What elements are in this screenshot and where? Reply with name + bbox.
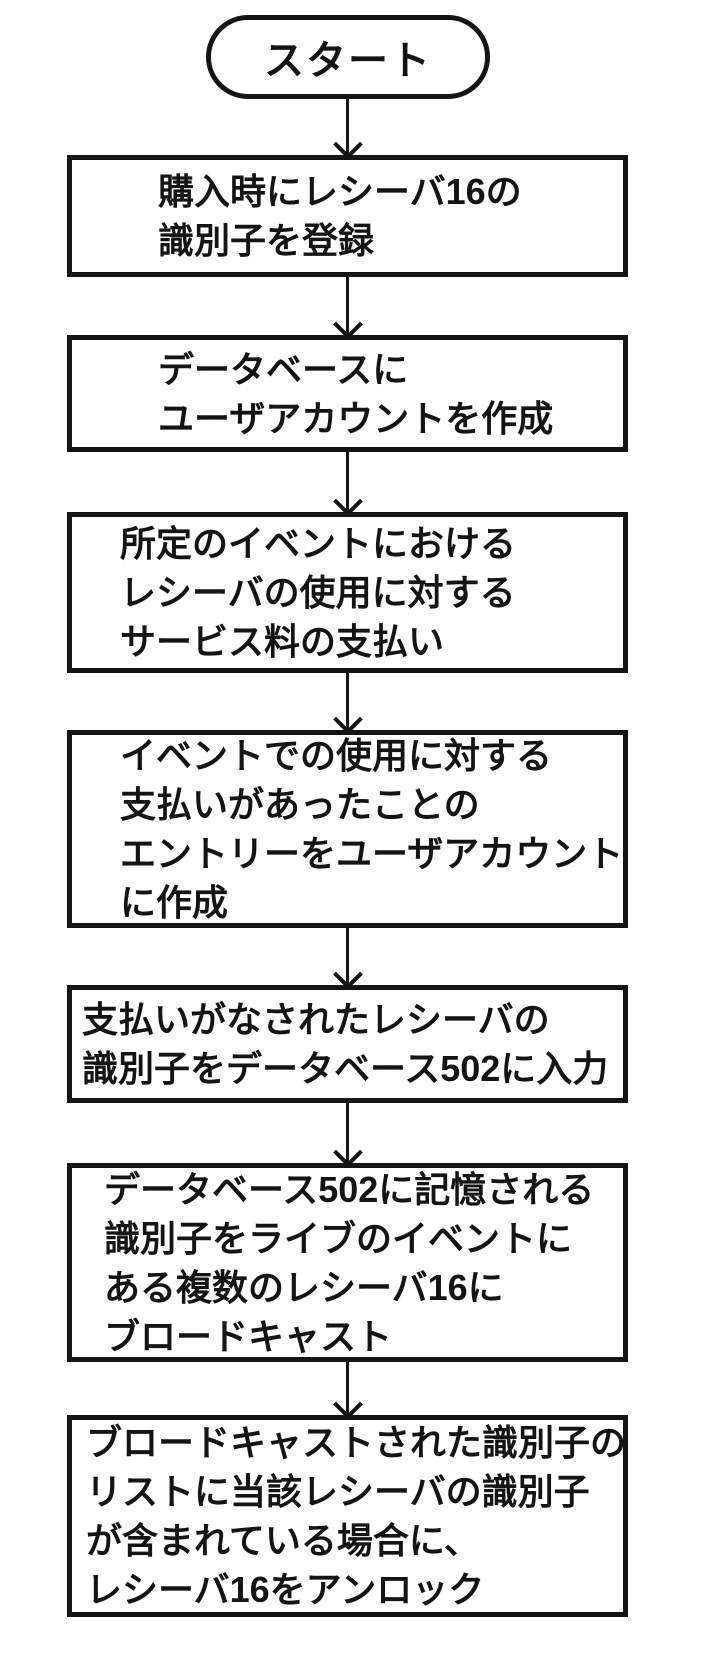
flow-step-label: データベースに ユーザアカウントを作成 <box>158 348 554 439</box>
flow-step: 所定のイベントにおける レシーバの使用に対する サービス料の支払い <box>67 512 628 673</box>
flow-step: 購入時にレシーバ16の 識別子を登録 <box>67 155 628 277</box>
flow-step-label: ブロードキャストされた識別子の リストに当該レシーバの識別子 が含まれている場合… <box>86 1422 627 1610</box>
flow-step: データベース502に記憶される 識別子をライブのイベントに ある複数のレシーバ1… <box>67 1163 628 1362</box>
flow-step: 支払いがなされたレシーバの 識別子をデータベース502に入力 <box>67 985 628 1103</box>
arrow-down-icon <box>346 1362 349 1415</box>
arrow-down-icon <box>346 452 349 512</box>
arrow-down-icon <box>346 928 349 985</box>
start-label: スタート <box>264 39 432 83</box>
flow-step-label: 購入時にレシーバ16の 識別子を登録 <box>158 171 522 261</box>
arrow-down-icon <box>346 673 349 730</box>
flow-step: データベースに ユーザアカウントを作成 <box>67 335 628 452</box>
flow-step-label: 所定のイベントにおける レシーバの使用に対する サービス料の支払い <box>120 523 517 662</box>
arrow-down-icon <box>346 98 349 155</box>
start-terminal: スタート <box>206 15 490 99</box>
flow-step-label: 支払いがなされたレシーバの 識別子をデータベース502に入力 <box>82 999 609 1089</box>
flow-step-label: イベントでの使用に対する 支払いがあったことの エントリーをユーザアカウント に… <box>120 735 624 923</box>
arrow-down-icon <box>346 1103 349 1163</box>
arrow-down-icon <box>346 277 349 335</box>
flow-step: イベントでの使用に対する 支払いがあったことの エントリーをユーザアカウント に… <box>67 730 628 928</box>
flow-step: ブロードキャストされた識別子の リストに当該レシーバの識別子 が含まれている場合… <box>67 1415 628 1617</box>
flow-step-label: データベース502に記憶される 識別子をライブのイベントに ある複数のレシーバ1… <box>104 1168 595 1357</box>
